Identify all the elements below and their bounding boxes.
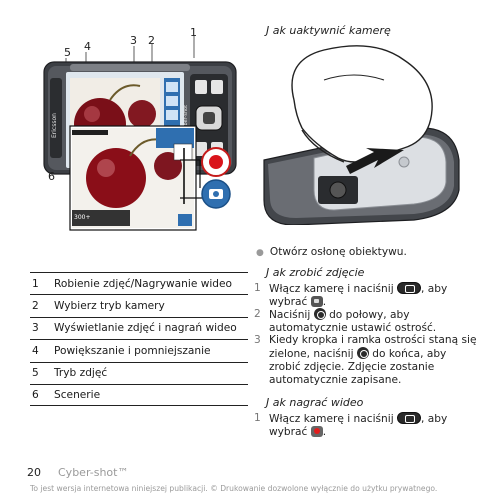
lens-cover-illustration (254, 40, 466, 226)
legend-number: 2 (32, 300, 39, 313)
legend-number: 6 (32, 389, 39, 402)
legend-number: 3 (32, 322, 39, 335)
video-heading: J ak nagrać wideo (266, 396, 364, 409)
callout-5: 5 (64, 46, 71, 59)
step-text-start: Włącz kamerę i naciśnij (269, 283, 394, 295)
step-text-line2: wybrać (269, 296, 308, 308)
step-number: 1 (254, 282, 261, 294)
legend-text: Tryb zdjęć (54, 367, 108, 380)
step-text-mid: , aby (421, 283, 448, 295)
shutter-icon (356, 347, 369, 359)
step-text-mid: , aby (421, 413, 448, 425)
legend-text: Wybierz tryb kamery (54, 300, 165, 313)
step-number: 3 (254, 334, 261, 346)
page-number: 20 (27, 466, 41, 479)
camera-key-icon (397, 282, 422, 294)
legend-row: 1 Robienie zdjęć/Nagrywanie wideo (30, 272, 248, 294)
step-text-end: do połowy, aby (329, 309, 410, 321)
callout-2: 2 (148, 34, 155, 47)
step-text-line2: automatycznie ustawić ostrość. (269, 322, 437, 334)
legend-row: 2 Wybierz tryb kamery (30, 294, 248, 316)
product-name: Cyber-shot™ (58, 466, 129, 479)
video-step-1: 1 Włącz kamerę i naciśnij , aby wybrać . (254, 412, 494, 439)
step-number: 2 (254, 308, 261, 320)
camera-key-icon (397, 412, 422, 424)
footer-notice: To jest wersja internetowa niniejszej pu… (30, 484, 438, 493)
step-text-end: . (322, 426, 327, 438)
photo-heading: J ak zrobić zdjęcie (266, 266, 365, 279)
legend-row: 3 Wyświetlanie zdjęć i nagrań wideo (30, 316, 248, 339)
photo-step-3: 3 Kiedy kropka i ramka ostrości staną si… (254, 334, 494, 387)
callout-1: 1 (190, 26, 197, 39)
legend-text: Powiększanie i pomniejszanie (54, 344, 211, 357)
video-mode-icon (310, 426, 323, 437)
bullet-icon: ● (256, 248, 264, 258)
legend-number: 1 (32, 277, 39, 290)
preview-counter: 300+ (74, 214, 90, 221)
callout-4: 4 (84, 40, 91, 53)
step-text-line2-end: do końca, aby (372, 348, 447, 360)
legend-row: 5 Tryb zdjęć (30, 361, 248, 384)
side-label: Cyber-shot (183, 105, 189, 132)
phone-drawing: Ericsson Cyber-shot 300+ (43, 36, 237, 231)
legend-row: 6 Scenerie (30, 383, 248, 407)
legend-row: 4 Powiększanie i pomniejszanie (30, 339, 248, 361)
legend-text: Wyświetlanie zdjęć i nagrań wideo (54, 322, 237, 335)
brand-label: Ericsson (51, 113, 58, 138)
step-text-start: Naciśnij (269, 309, 311, 321)
step-text-line4: automatycznie zapisane. (269, 374, 402, 386)
step-text-line2: wybrać (269, 426, 308, 438)
callout-3: 3 (130, 34, 137, 47)
bullet-text: Otwórz osłonę obiektywu. (269, 246, 407, 258)
step-text-line2-start: zielone, naciśnij (269, 348, 354, 360)
legend-table: 1 Robienie zdjęć/Nagrywanie wideo 2 Wybi… (30, 272, 248, 407)
photo-mode-icon (310, 296, 323, 307)
step-number: 1 (254, 412, 261, 424)
legend-number: 4 (32, 344, 39, 357)
legend-text: Robienie zdjęć/Nagrywanie wideo (54, 277, 233, 290)
photo-step-1: 1 Włącz kamerę i naciśnij , aby wybrać . (254, 282, 494, 309)
lens-cover-drawing (263, 45, 460, 226)
step-text-start: Włącz kamerę i naciśnij (269, 413, 394, 425)
shutter-icon (313, 308, 326, 320)
callout-6: 6 (48, 170, 55, 183)
step-text-line1: Kiedy kropka i ramka ostrości staną się (269, 334, 477, 346)
open-cover-instruction: ● Otwórz osłonę obiektywu. (256, 246, 407, 258)
legend-number: 5 (32, 367, 39, 380)
step-text-line3: zrobić zdjęcie. Zdjęcie zostanie (269, 361, 435, 373)
legend-text: Scenerie (54, 389, 101, 402)
step-text-end: . (322, 296, 327, 308)
activate-heading: J ak uaktywnić kamerę (266, 24, 391, 37)
photo-step-2: 2 Naciśnij do połowy, aby automatycznie … (254, 308, 494, 335)
phone-camera-illustration: Ericsson Cyber-shot 300+ 1 2 3 4 5 6 (30, 26, 242, 233)
